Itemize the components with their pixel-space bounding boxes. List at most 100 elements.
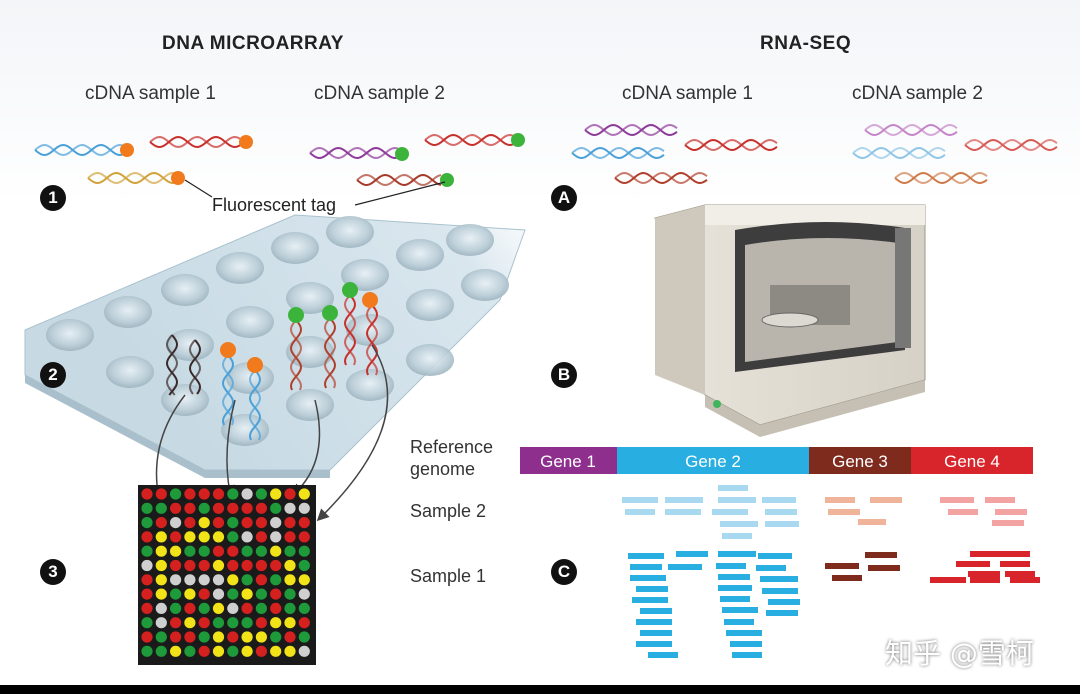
strand-b [894,172,988,185]
reference-genome-label-line1: Reference [410,437,494,457]
array-spot [298,617,310,629]
blue-strand [248,369,262,441]
array-spot [255,517,267,529]
array-spot [227,559,239,572]
array-well [446,224,494,256]
strand-b [166,334,179,396]
black-strand [165,334,179,396]
array-spot [155,545,167,557]
read [756,565,786,571]
read [665,509,701,515]
strand-b [309,147,399,160]
array-spot [212,545,225,557]
reference-genome-label-line2: genome [410,459,476,479]
array-well [396,239,444,271]
array-spot [227,602,239,615]
ma-s1-gold-strand [87,171,177,185]
array-spot [184,631,196,643]
read [665,497,703,503]
array-spot [198,645,210,657]
read [648,652,678,658]
array-spot [241,574,253,586]
array-spot [184,574,196,586]
read [628,553,664,559]
array-spot [141,559,153,572]
array-well [106,356,154,388]
array-spot [198,617,210,629]
ma-s2-red-strand [424,133,516,147]
strand-a [365,304,378,376]
array-well [406,289,454,321]
ma-s2-purple-strand [309,146,399,160]
read [730,641,762,647]
array-spot [284,602,296,615]
read [948,509,978,515]
gene-2-label: Gene 2 [685,452,741,471]
strand-b [87,172,177,185]
array-spot [141,574,153,586]
array-spot [270,588,282,600]
rs-s2-purple-strand [864,123,958,137]
array-spot [170,631,182,643]
read [760,576,798,582]
array-spot [155,574,167,586]
array-spot [255,588,267,600]
array-spot [198,559,210,572]
read [630,564,662,570]
strand-b [356,174,442,187]
ma-s1-red-strand [149,135,241,149]
orange-tag [171,171,185,185]
strand-a [584,123,678,136]
array-spot [255,488,267,500]
read [956,561,990,567]
array-spot [212,559,225,572]
rnaseq-sample-1-label: cDNA sample 1 [622,83,753,104]
rs-s1-red-strand [684,138,778,152]
green-tag [511,133,525,147]
strand-a [188,339,201,395]
read [828,509,860,515]
array-spot [255,617,267,629]
array-spot [184,645,196,657]
read [636,641,672,647]
array-spot [284,517,296,529]
array-spot [212,488,225,500]
green-tag [288,307,304,323]
array-spot [284,617,296,629]
read [762,588,798,594]
red-strand [343,294,357,366]
array-spot [227,502,239,514]
array-spot [170,645,182,657]
array-spot [241,602,253,615]
read [722,607,758,613]
strand-a [964,138,1058,151]
array-spot [155,502,167,514]
array-well [104,296,152,328]
array-spot [184,602,196,615]
array-spot [298,488,310,500]
green-tag [440,173,454,187]
cdna-strands [34,123,1058,187]
bottom-bar [0,685,1080,694]
read [832,575,862,581]
array-spot [227,517,239,529]
strand-b [864,124,958,137]
strand-a [894,171,988,184]
array-spot [170,602,182,615]
array-well [346,314,394,346]
read [712,509,748,515]
strand-a [356,173,442,186]
rs-s2-red-strand [964,138,1058,152]
array-spot [284,488,296,500]
rs-s2-brown-strand [894,171,988,185]
array-well [216,252,264,284]
array-spot [155,559,167,572]
sample-1-row-label: Sample 1 [410,566,487,586]
array-well [286,282,334,314]
array-spot [255,645,267,657]
array-spot [155,531,167,543]
read [762,497,796,503]
read [858,519,886,525]
array-spot [270,574,282,586]
